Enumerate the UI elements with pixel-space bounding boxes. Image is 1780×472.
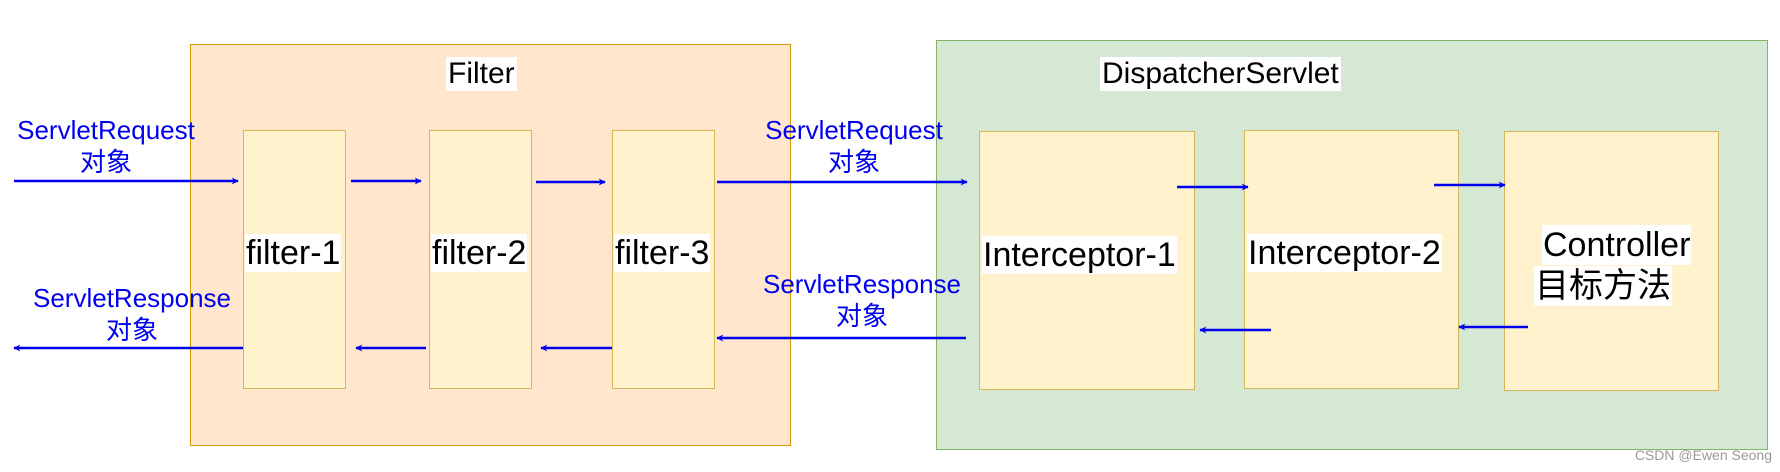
- request-in-label-line2: 对象: [79, 147, 132, 177]
- request-mid-label-line1: ServletRequest: [765, 115, 943, 145]
- dispatcher-servlet-group-title: DispatcherServlet: [1100, 57, 1341, 91]
- response-out-label-line2: 对象: [105, 315, 158, 345]
- interceptor-1-label: Interceptor-1: [982, 236, 1177, 274]
- response-mid-label-line1: ServletResponse: [763, 269, 961, 299]
- filter-1-label: filter-1: [245, 234, 342, 272]
- controller-label: Controller: [1542, 225, 1692, 265]
- controller-target-method-label: 目标方法: [1534, 266, 1672, 306]
- request-mid-label-line2: 对象: [827, 147, 880, 177]
- response-mid-label: ServletResponse 对象: [750, 268, 974, 332]
- filter-group-title: Filter: [446, 57, 517, 91]
- watermark: CSDN @Ewen Seong: [1634, 447, 1772, 463]
- response-out-label-line1: ServletResponse: [33, 283, 231, 313]
- interceptor-2-label: Interceptor-2: [1247, 234, 1442, 272]
- request-in-label-line1: ServletRequest: [17, 115, 195, 145]
- request-mid-label: ServletRequest 对象: [754, 114, 954, 178]
- filter-2-label: filter-2: [431, 234, 528, 272]
- response-out-label: ServletResponse 对象: [20, 282, 244, 346]
- request-in-label: ServletRequest 对象: [6, 114, 206, 178]
- response-mid-label-line2: 对象: [835, 301, 888, 331]
- filter-3-label: filter-3: [614, 234, 711, 272]
